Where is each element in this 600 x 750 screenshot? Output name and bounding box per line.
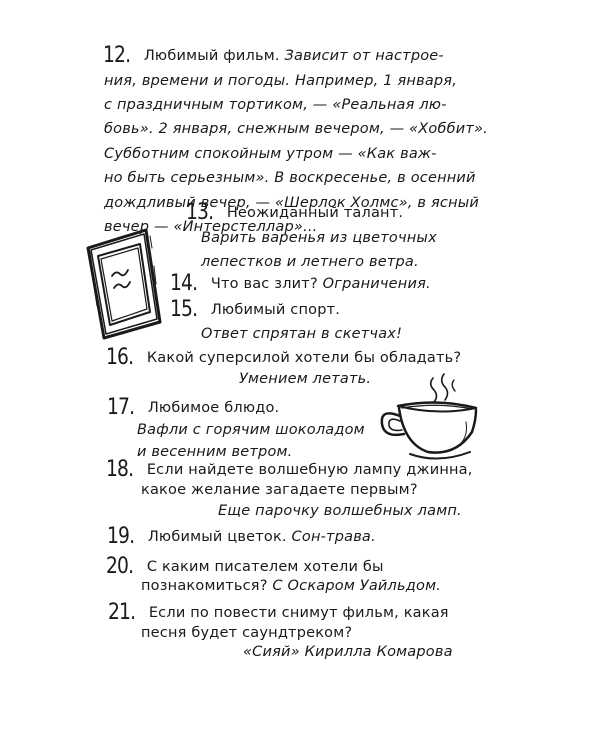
item-18-number: 18. bbox=[106, 457, 134, 482]
item-17-question-line: 17. Любимое блюдо. bbox=[107, 395, 280, 420]
item-21-number: 21. bbox=[108, 600, 136, 625]
item-20-question-line-1: 20. С каким писателем хотели бы bbox=[106, 554, 384, 579]
item-13-question-line: 13. Неожиданный талант. bbox=[186, 200, 404, 225]
item-18-question-line-1: 18. Если найдете волшебную лампу джинна, bbox=[106, 457, 473, 482]
item-20-answer: С Оскаром Уайльдом. bbox=[272, 578, 442, 594]
tea-cup-sketch-icon bbox=[380, 373, 478, 460]
item-17-answer-1: Вафли с горячим шоколадом bbox=[137, 422, 365, 438]
item-12-line-8: вечер — «Интерстеллар»... bbox=[104, 219, 318, 235]
item-16-number: 16. bbox=[106, 345, 134, 370]
item-18-question-1: Если найдете волшебную лампу джинна, bbox=[146, 462, 473, 478]
item-17-answer-2: и весенним ветром. bbox=[137, 444, 293, 460]
item-16-answer: Умением летать. bbox=[239, 371, 372, 387]
item-13-number: 13. bbox=[186, 200, 214, 225]
item-13-answer-2: лепестков и летнего ветра. bbox=[201, 254, 419, 270]
item-13-question: Неожиданный талант. bbox=[226, 205, 404, 221]
window-sketch-icon bbox=[86, 228, 162, 340]
item-14-answer: Ограничения. bbox=[322, 276, 431, 292]
item-14-number: 14. bbox=[170, 271, 198, 296]
item-16-question: Какой суперсилой хотели бы обладать? bbox=[146, 350, 462, 366]
item-19-line: 19. Любимый цветок. Сон-трава. bbox=[107, 524, 376, 549]
item-20-line-2: познакомиться? С Оскаром Уайльдом. bbox=[141, 576, 441, 596]
item-20-question-1: С каким писателем хотели бы bbox=[146, 559, 384, 575]
item-15-answer: Ответ спрятан в скетчах! bbox=[201, 326, 403, 342]
item-12-number: 12. bbox=[103, 43, 131, 68]
item-12-line-7: дождливый вечер, — «Шерлок Холмс», в ясн… bbox=[104, 195, 480, 211]
item-12-line-2: ния, времени и погоды. Например, 1 январ… bbox=[104, 73, 458, 89]
item-17-number: 17. bbox=[107, 395, 135, 420]
item-14-line: 14. Что вас злит? Ограничения. bbox=[170, 271, 431, 296]
item-19-answer: Сон-трава. bbox=[291, 529, 376, 545]
item-21-question-2: песня будет саундтреком? bbox=[141, 625, 353, 641]
item-20-question-2: познакомиться? bbox=[141, 578, 268, 594]
item-12-answer-start: Зависит от настрое- bbox=[284, 48, 444, 64]
item-15-question-line: 15. Любимый спорт. bbox=[170, 297, 341, 322]
item-13-answer-1: Варить варенья из цветочных bbox=[201, 230, 437, 246]
item-12-line-4: бовь». 2 января, снежным вечером, — «Хоб… bbox=[104, 121, 488, 137]
item-12-line-3: с праздничным тортиком, — «Реальная лю- bbox=[104, 97, 447, 113]
item-18-answer: Еще парочку волшебных ламп. bbox=[218, 503, 462, 519]
item-15-question: Любимый спорт. bbox=[210, 302, 341, 318]
item-12-line-1: 12. Любимый фильм. Зависит от настрое- bbox=[103, 43, 444, 68]
item-19-question: Любимый цветок. bbox=[147, 529, 287, 545]
item-12-question: Любимый фильм. bbox=[143, 48, 280, 64]
item-21-question-line-1: 21. Если по повести снимут фильм, какая bbox=[108, 600, 449, 625]
item-14-question: Что вас злит? bbox=[210, 276, 318, 292]
item-12-line-6: но быть серьезным». В воскресенье, в осе… bbox=[104, 170, 476, 186]
item-16-question-line: 16. Какой суперсилой хотели бы обладать? bbox=[106, 345, 462, 370]
item-21-answer: «Сияй» Кирилла Комарова bbox=[243, 644, 453, 660]
item-20-number: 20. bbox=[106, 554, 134, 579]
item-18-question-2: какое желание загадаете первым? bbox=[141, 482, 418, 498]
item-21-question-1: Если по повести снимут фильм, какая bbox=[148, 605, 449, 621]
item-15-number: 15. bbox=[170, 297, 198, 322]
item-19-number: 19. bbox=[107, 524, 135, 549]
item-12-line-5: Субботним спокойным утром — «Как важ- bbox=[104, 146, 437, 162]
item-17-question: Любимое блюдо. bbox=[147, 400, 280, 416]
